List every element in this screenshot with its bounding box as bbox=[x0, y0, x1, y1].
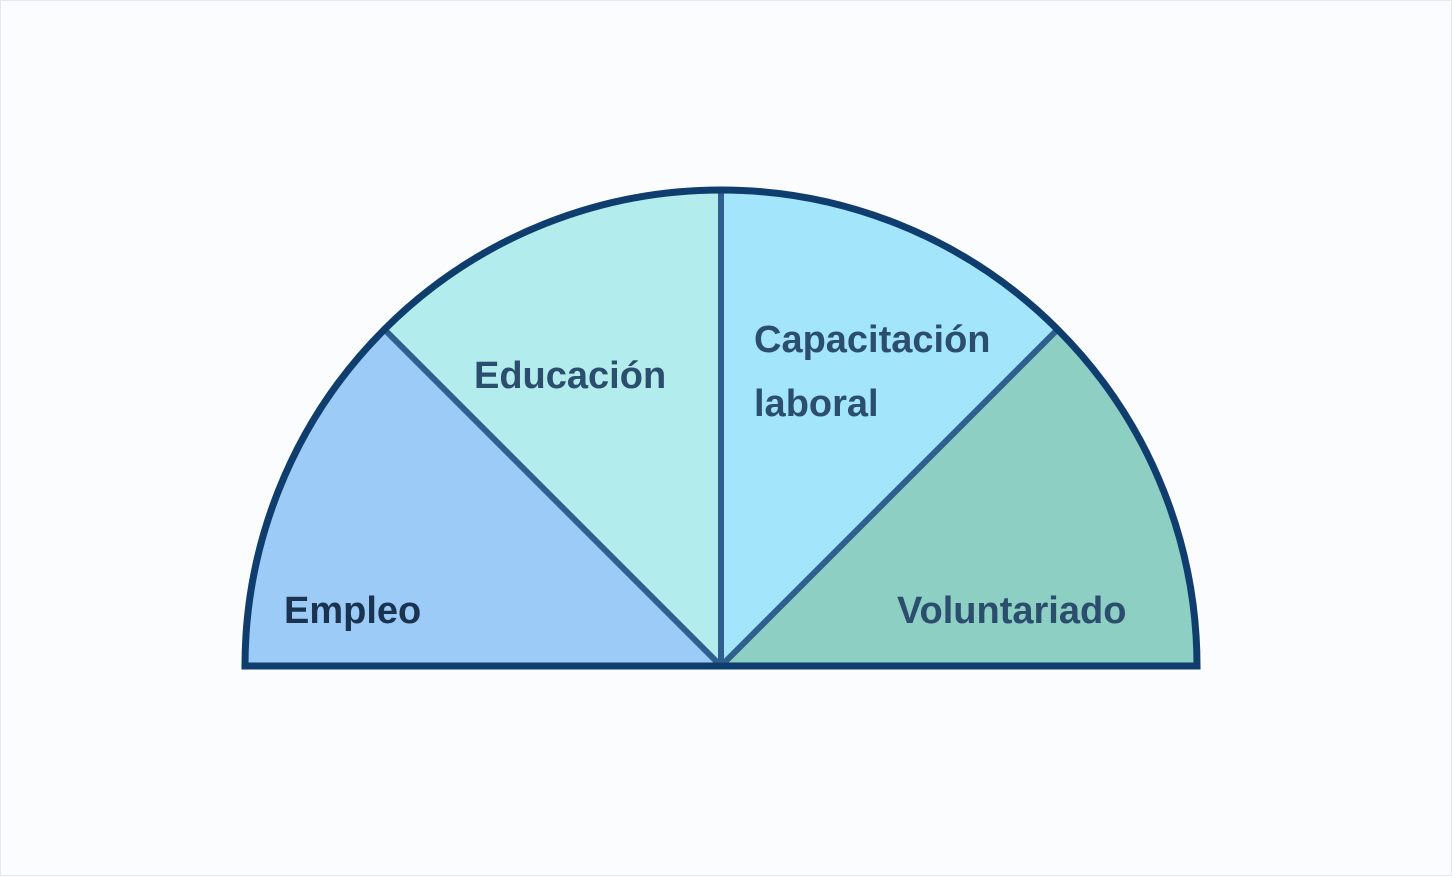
label-empleo-line-1: Empleo bbox=[284, 590, 421, 632]
segment-voluntariado bbox=[721, 329, 1197, 666]
semicircle-outline bbox=[241, 186, 1201, 670]
divider-135 bbox=[383, 328, 724, 669]
label-voluntariado-line-1: Voluntariado bbox=[897, 590, 1126, 632]
label-educacion-line-1: Educación bbox=[474, 355, 666, 397]
label-capacitacion-line-2: laboral bbox=[754, 383, 879, 425]
label-empleo: Empleo bbox=[284, 590, 421, 632]
label-capacitacion: Capacitación laboral bbox=[754, 319, 1001, 425]
segment-capacitacion bbox=[721, 189, 1058, 666]
segment-empleo bbox=[245, 329, 721, 666]
segment-educacion bbox=[384, 189, 721, 666]
divider-45 bbox=[718, 328, 1059, 669]
label-voluntariado: Voluntariado bbox=[897, 590, 1126, 632]
label-capacitacion-line-1: Capacitación bbox=[754, 319, 991, 361]
label-educacion: Educación bbox=[474, 355, 666, 397]
segment-dividers bbox=[383, 190, 1059, 669]
